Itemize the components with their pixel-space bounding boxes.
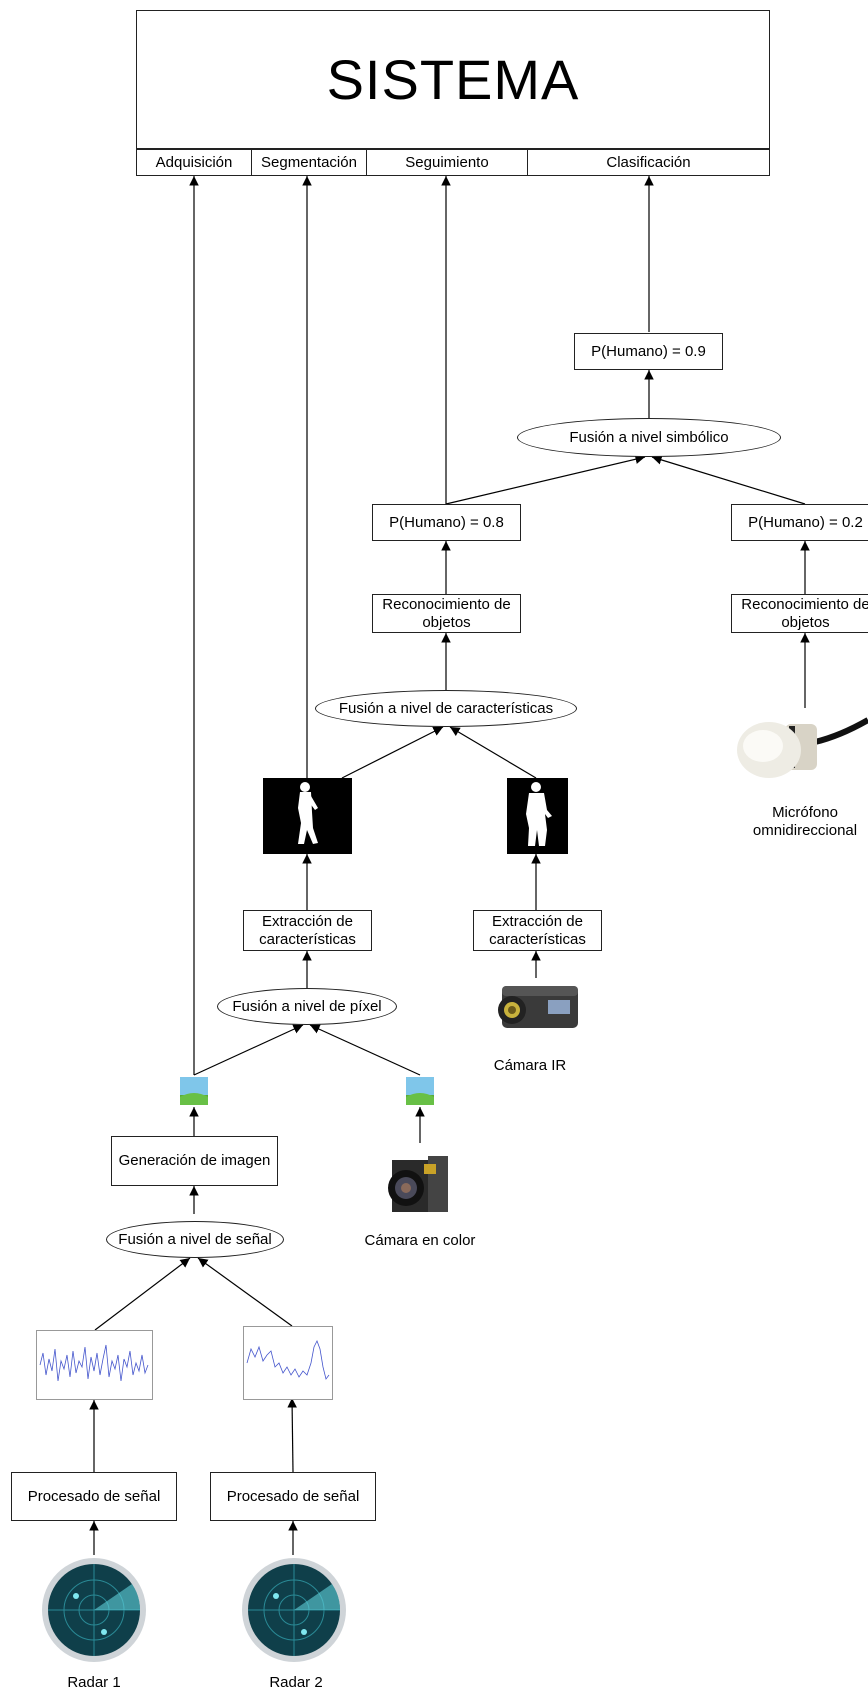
person-silhouette-icon — [298, 782, 318, 844]
radar-1-icon — [40, 1556, 148, 1664]
extraccion-caracteristicas-box: Extracción de características — [243, 910, 372, 951]
ir-camera-icon — [490, 978, 584, 1036]
fusion-simbolico-ellipse: Fusión a nivel simbólico — [517, 418, 781, 457]
fusion-caracteristicas-ellipse: Fusión a nivel de características — [315, 690, 577, 727]
generacion-imagen-box: Generación de imagen — [111, 1136, 278, 1186]
radar-1-label: Radar 1 — [67, 1674, 121, 1691]
p-humano-08-box: P(Humano) = 0.8 — [372, 504, 521, 541]
tab-clasificacion: Clasificación — [527, 149, 770, 176]
silhouette-image-ir — [507, 778, 568, 854]
tab-seguimiento: Seguimiento — [366, 149, 528, 176]
tab-segmentacion: Segmentación — [251, 149, 367, 176]
radar-2-label: Radar 2 — [269, 1674, 323, 1691]
extraccion-caracteristicas-box-2: Extracción de características — [473, 910, 602, 951]
silhouette-image-color — [263, 778, 352, 854]
reconocimiento-objetos-box: Reconocimiento de objetos — [372, 594, 521, 633]
color-camera-icon — [378, 1152, 460, 1218]
microfono-label: Micrófono omnidireccional — [752, 804, 858, 839]
microphone-icon — [735, 708, 868, 788]
radar-2-icon — [240, 1556, 348, 1664]
person-silhouette-icon — [526, 782, 552, 846]
reconocimiento-objetos-box-2: Reconocimiento de objetos — [731, 594, 868, 633]
p-humano-09-box: P(Humano) = 0.9 — [574, 333, 723, 370]
procesado-senal-box-2: Procesado de señal — [210, 1472, 376, 1521]
tab-adquisicion: Adquisición — [136, 149, 252, 176]
camara-color-label: Cámara en color — [364, 1232, 476, 1249]
image-placeholder-icon — [180, 1077, 208, 1105]
radar-2-signal-plot — [243, 1326, 333, 1400]
system-title: SISTEMA — [136, 10, 770, 149]
procesado-senal-box: Procesado de señal — [11, 1472, 177, 1521]
fusion-pixel-ellipse: Fusión a nivel de píxel — [217, 988, 397, 1025]
fusion-senal-ellipse: Fusión a nivel de señal — [106, 1221, 284, 1258]
radar-1-signal-plot — [36, 1330, 153, 1400]
camara-ir-label: Cámara IR — [493, 1057, 567, 1074]
p-humano-02-box: P(Humano) = 0.2 — [731, 504, 868, 541]
image-placeholder-icon — [406, 1077, 434, 1105]
